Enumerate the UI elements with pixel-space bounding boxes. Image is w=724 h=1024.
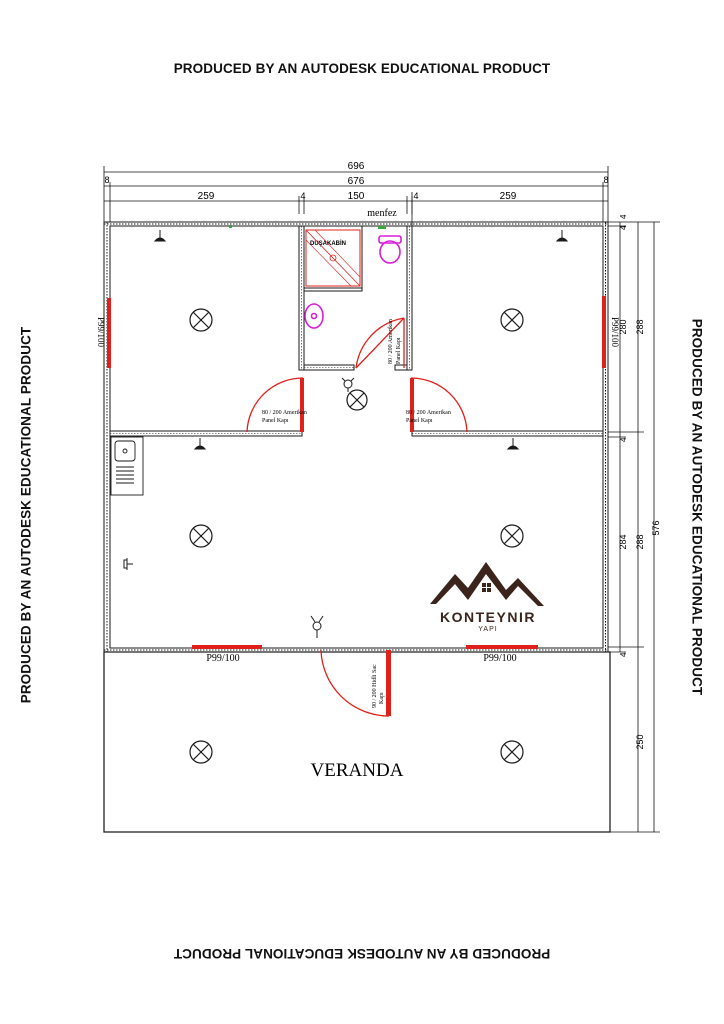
doors [246, 317, 468, 717]
door-main-line1: 90 / 200 Hidli Sac [372, 664, 378, 708]
shower-cabin: DUŞAKABİN [305, 229, 361, 287]
light-fixture-icon [500, 740, 524, 764]
switch-icon [310, 615, 324, 638]
light-fixture-icon [189, 524, 213, 548]
wall-lamps [153, 230, 569, 450]
dim-side-576: 576 [651, 520, 661, 535]
vent-label: menfez [367, 208, 397, 219]
konteynir-logo: KONTEYNIR YAPI [430, 562, 544, 633]
dim-side-280: 280 [618, 319, 628, 334]
dim-right-room: 259 [500, 191, 517, 202]
shower-label: DUŞAKABİN [310, 240, 346, 247]
wall-lamp-icon [506, 438, 520, 450]
logo-name: KONTEYNIR [440, 609, 536, 625]
interior-wall-hatch [110, 226, 603, 434]
dim-side-top-4b: 4 [619, 225, 628, 230]
exterior-walls [103, 221, 609, 653]
logo-roof-icon [430, 562, 544, 606]
door-left-line2: Panel Kapı [262, 418, 289, 424]
door-label-bath: 80 / 200 Amerikan Panel Kapı [388, 319, 402, 364]
outlet-icon [123, 558, 133, 570]
logo-sub: YAPI [478, 626, 497, 633]
light-fixture-icon [500, 524, 524, 548]
ceiling-lights [189, 308, 524, 764]
veranda-label: VERANDA [311, 760, 404, 781]
dim-side-250: 250 [635, 734, 645, 749]
bath-sink [304, 303, 324, 329]
door-right-line1: 80 / 200 Amerikan [406, 410, 451, 416]
top-dimensions [103, 166, 609, 232]
dim-total-width: 696 [348, 161, 365, 172]
window-front-right [466, 645, 538, 649]
door-main-line2: Kapı [379, 692, 385, 704]
kitchen-sink [110, 436, 144, 496]
door-left-line1: 80 / 200 Amerikan [262, 410, 307, 416]
interior-walls [109, 225, 604, 437]
door-label-main: 90 / 200 Hidli Sac Kapı [372, 664, 385, 708]
door-bath-line1: 80 / 200 Amerikan [388, 319, 394, 364]
dim-left-room: 259 [198, 191, 215, 202]
door-label-right: 80 / 200 Amerikan Panel Kapı [406, 410, 451, 424]
dim-left-offset: 8 [104, 175, 109, 185]
switches [123, 377, 355, 638]
dim-side-4-bottom: 4 [619, 652, 628, 657]
switch-icon [341, 377, 355, 392]
toilet [378, 235, 402, 264]
wall-lamp-icon [193, 438, 207, 450]
door-label-left: 80 / 200 Amerikan Panel Kapı [262, 410, 307, 424]
right-dimensions [608, 221, 660, 833]
dim-wall-b: 4 [413, 191, 418, 201]
dim-inner-width: 676 [348, 176, 365, 187]
dim-side-288a: 288 [635, 319, 645, 334]
veranda-outline [103, 651, 611, 833]
window-front-left [192, 645, 262, 649]
dim-side-4-mid: 4 [619, 437, 628, 442]
light-fixture-icon [500, 308, 524, 332]
dim-wall-a: 4 [300, 191, 305, 201]
door-leaves [300, 378, 414, 716]
dim-right-offset: 8 [603, 175, 608, 185]
vent-marker [229, 225, 386, 229]
window-right-room [602, 296, 606, 368]
watermark-top: PRODUCED BY AN AUTODESK EDUCATIONAL PROD… [173, 61, 551, 76]
door-bath-line2: Panel Kapı [396, 337, 402, 364]
dim-bath-width: 150 [348, 191, 365, 202]
door-right-line2: Panel Kapı [406, 418, 433, 424]
dim-side-284: 284 [618, 534, 628, 549]
light-fixture-icon [346, 389, 368, 411]
wall-lamp-icon [555, 230, 569, 242]
window-right-room-label: P99/100 [610, 317, 620, 348]
window-front-right-label: P99/100 [483, 653, 516, 664]
light-fixture-icon [189, 740, 213, 764]
windows [107, 296, 606, 649]
window-left-room-label: P99/100 [96, 317, 106, 348]
window-front-left-label: P99/100 [206, 653, 239, 664]
wall-lamp-icon [153, 230, 167, 242]
window-left-room [107, 298, 111, 368]
dim-side-top-4a: 4 [619, 214, 628, 219]
light-fixture-icon [189, 308, 213, 332]
dim-side-288b: 288 [635, 534, 645, 549]
